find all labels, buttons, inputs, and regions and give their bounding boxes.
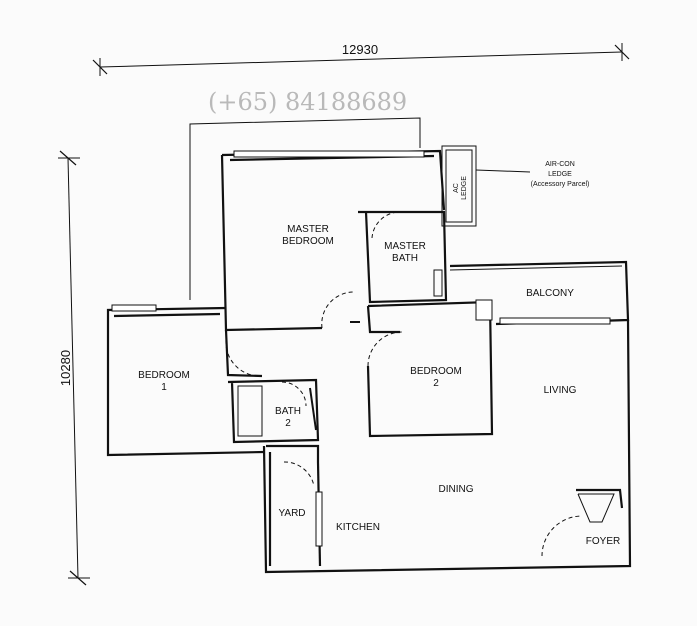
bath-2-label-2: 2 bbox=[285, 418, 291, 429]
aircon-label-2: LEDGE bbox=[548, 171, 572, 178]
bath-2-walls bbox=[227, 378, 320, 444]
width-value: 12930 bbox=[342, 42, 378, 57]
bedroom-1-walls bbox=[106, 304, 265, 457]
yard-label: YARD bbox=[278, 508, 305, 519]
foyer-walls bbox=[541, 488, 624, 557]
bedroom-1-label-2: 1 bbox=[161, 382, 167, 393]
width-dimension: 12930 bbox=[92, 42, 630, 76]
aircon-label-1: AIR-CON bbox=[545, 161, 575, 168]
phone-watermark: (+65) 84188689 bbox=[208, 88, 407, 116]
master-bedroom-label-2: BEDROOM bbox=[282, 236, 334, 247]
main-living-walls bbox=[262, 319, 632, 574]
ac-ledge bbox=[441, 145, 531, 227]
bedroom-2-walls bbox=[366, 299, 494, 438]
master-bedroom-door[interactable] bbox=[321, 291, 355, 329]
bedroom-1-door[interactable] bbox=[225, 339, 263, 377]
yard-walls bbox=[266, 444, 320, 487]
height-value: 10280 bbox=[58, 350, 73, 386]
master-bath-label-1: MASTER bbox=[384, 241, 426, 252]
ac-ledge-label-2: LEDGE bbox=[461, 176, 468, 200]
master-bedroom-label-1: MASTER bbox=[287, 224, 329, 235]
master-bath-walls bbox=[358, 210, 448, 304]
bedroom-2-label-1: BEDROOM bbox=[410, 366, 462, 377]
aircon-label-3: (Accessory Parcel) bbox=[531, 181, 590, 188]
dining-label: DINING bbox=[439, 484, 474, 495]
bedroom-1-label-1: BEDROOM bbox=[138, 370, 190, 381]
bath-2-label-1: BATH bbox=[275, 406, 301, 417]
ac-ledge-label-1: AC bbox=[453, 183, 460, 193]
bedroom-2-door[interactable] bbox=[367, 331, 403, 367]
main-entrance-door[interactable] bbox=[541, 515, 583, 557]
kitchen-label: KITCHEN bbox=[336, 522, 380, 533]
building-outline bbox=[189, 117, 421, 300]
living-label: LIVING bbox=[544, 385, 577, 396]
foyer-label: FOYER bbox=[586, 536, 620, 547]
balcony-walls bbox=[449, 260, 630, 326]
height-dimension: 10280 bbox=[58, 150, 90, 586]
room-labels: MASTER BEDROOM MASTER BATH BEDROOM 1 BAT… bbox=[138, 161, 620, 547]
balcony-label: BALCONY bbox=[526, 288, 574, 299]
bedroom-2-label-2: 2 bbox=[433, 378, 439, 389]
master-bath-label-2: BATH bbox=[392, 253, 418, 264]
